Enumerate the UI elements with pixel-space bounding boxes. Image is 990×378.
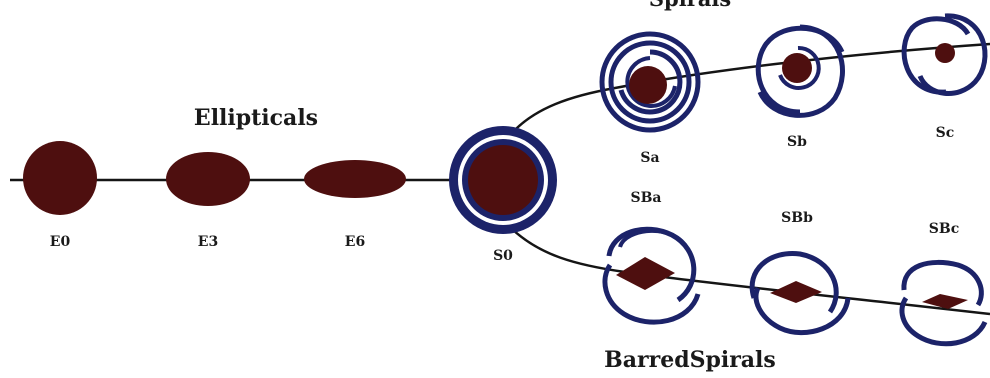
- spirals-heading: Spirals: [649, 0, 731, 11]
- galaxy-e0: [23, 141, 97, 215]
- label-sbc: SBc: [929, 221, 959, 237]
- label-sa: Sa: [640, 150, 659, 166]
- label-e6: E6: [345, 234, 365, 250]
- label-sc: Sc: [936, 125, 955, 141]
- label-sba: SBa: [630, 190, 661, 206]
- label-sb: Sb: [787, 134, 807, 150]
- label-s0: S0: [493, 248, 513, 264]
- galaxy-sbb: [749, 251, 851, 335]
- galaxy-e3: [166, 152, 250, 206]
- galaxy-e6: [304, 160, 406, 198]
- galaxy-sbc: [899, 260, 988, 347]
- barred-spiral-branch-line: [511, 228, 990, 316]
- label-e3: E3: [198, 234, 218, 250]
- barred-spirals-heading: BarredSpirals: [604, 347, 776, 373]
- ellipticals-heading: Ellipticals: [194, 105, 318, 131]
- galaxy-sba: [602, 226, 701, 325]
- label-e0: E0: [50, 234, 71, 250]
- galaxy-sc: [901, 13, 988, 96]
- label-sbb: SBb: [781, 210, 813, 226]
- spiral-branch-line: [511, 42, 990, 134]
- galaxy-s0: [449, 126, 557, 234]
- galaxy-sa: [599, 31, 701, 133]
- galaxy-sb: [755, 24, 845, 118]
